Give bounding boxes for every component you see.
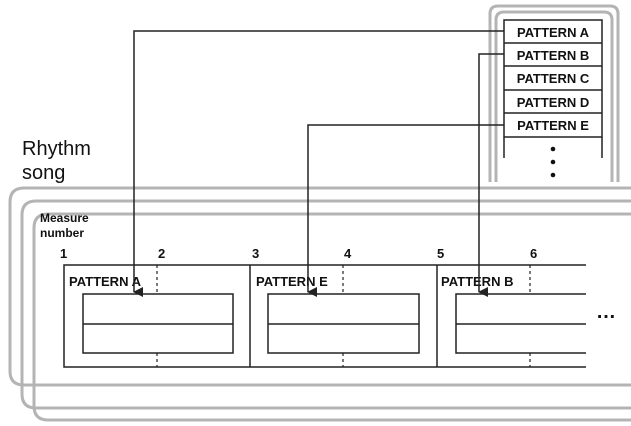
measure-label-line2: number: [40, 226, 84, 240]
pattern-list-item: PATTERN C: [517, 71, 590, 86]
measure-dividers: [156, 265, 531, 367]
song-block-pattern-a: PATTERN A: [69, 274, 234, 354]
measure-number: 2: [158, 246, 165, 261]
song-block-label: PATTERN B: [441, 274, 513, 289]
arrow-pattern-e: [307, 124, 504, 297]
arrow-pattern-a: [133, 30, 504, 297]
pattern-list-frame: [488, 4, 620, 182]
pattern-list-item: PATTERN D: [517, 95, 589, 110]
pattern-list-item: PATTERN E: [517, 118, 589, 133]
song-block-pattern-b: PATTERN B: [441, 274, 586, 354]
rhythm-song-frame: [8, 186, 631, 422]
measure-number: 5: [437, 246, 444, 261]
song-block-label: PATTERN E: [256, 274, 328, 289]
pattern-list-more-icon: [550, 146, 556, 178]
pattern-list-item: PATTERN A: [517, 25, 590, 40]
measure-number: 6: [530, 246, 537, 261]
assignment-arrows: [133, 30, 504, 297]
song-timeline: [63, 264, 586, 368]
measure-number: 4: [344, 246, 352, 261]
rhythm-song-title-line1: Rhythm: [22, 138, 91, 160]
pattern-list: PATTERN A PATTERN B PATTERN C PATTERN D …: [503, 19, 603, 178]
arrow-pattern-b: [478, 53, 504, 297]
song-block-label: PATTERN A: [69, 274, 142, 289]
measure-numbers: 1 2 3 4 5 6: [60, 246, 537, 261]
song-block-pattern-e: PATTERN E: [256, 274, 420, 354]
measure-number: 1: [60, 246, 67, 261]
timeline-more-icon: …: [596, 301, 616, 323]
measure-label-line1: Measure: [40, 211, 89, 225]
measure-number: 3: [252, 246, 259, 261]
pattern-list-item: PATTERN B: [517, 48, 589, 63]
rhythm-song-title-line2: song: [22, 162, 65, 184]
